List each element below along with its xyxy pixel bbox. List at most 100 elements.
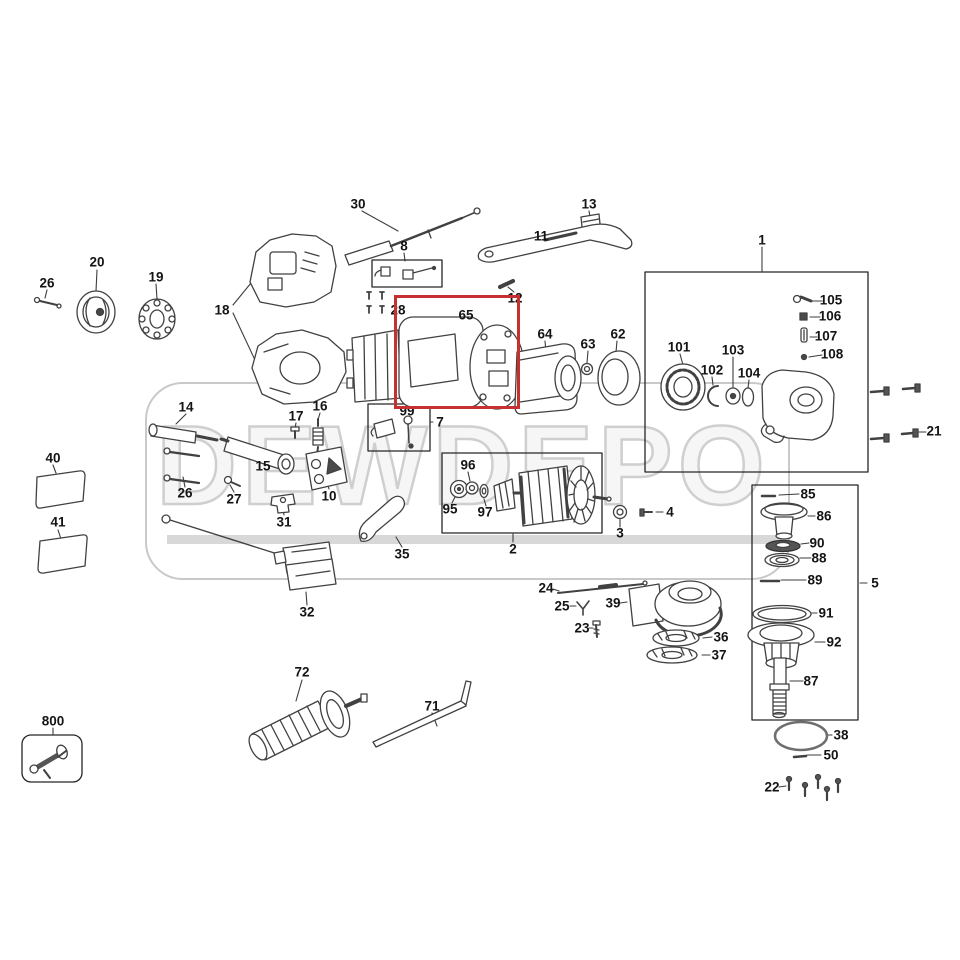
part-35-drawing <box>358 495 406 542</box>
part-label-part-11: 11 <box>533 228 549 244</box>
part-label-part-1: 1 <box>758 232 766 248</box>
part-23-drawing <box>592 620 601 638</box>
part-105-drawing <box>792 294 813 304</box>
part-18-drawing <box>249 233 347 405</box>
part-40-drawing <box>35 470 86 509</box>
part-label-part-7: 7 <box>436 414 444 430</box>
box-assembly-800 <box>21 734 83 783</box>
part-97-drawing <box>479 483 489 499</box>
part-label-part-21: 21 <box>926 423 942 439</box>
box-assembly-2 <box>441 452 603 534</box>
part-91-drawing <box>752 604 812 624</box>
part-label-part-104: 104 <box>737 365 761 381</box>
part-103-drawing <box>725 387 741 405</box>
part-label-part-105: 105 <box>819 292 843 308</box>
part-37-drawing <box>646 646 698 664</box>
part-label-part-18: 18 <box>214 302 230 318</box>
part-label-part-92: 92 <box>826 634 842 650</box>
part-label-part-25: 25 <box>554 598 570 614</box>
part-label-part-31: 31 <box>276 514 292 530</box>
part-15-drawing <box>219 436 295 475</box>
part-108-drawing <box>800 353 808 361</box>
part-4-drawing <box>639 508 653 517</box>
part-50-drawing <box>792 754 808 759</box>
part-96-drawing <box>465 481 479 495</box>
part-label-part-96: 96 <box>460 457 476 473</box>
part-label-part-22: 22 <box>764 779 780 795</box>
part-102-drawing <box>707 385 719 407</box>
part-label-part-30: 30 <box>350 196 366 212</box>
part-label-part-26-mid: 26 <box>177 485 193 501</box>
part-10-drawing <box>305 446 348 491</box>
part-12-drawing <box>498 279 515 289</box>
part-28-drawing <box>366 291 385 314</box>
part-label-part-103: 103 <box>721 342 745 358</box>
part-label-part-86: 86 <box>816 508 832 524</box>
part-label-part-106: 106 <box>818 308 842 324</box>
part-label-part-64: 64 <box>537 326 553 342</box>
part-label-part-63: 63 <box>580 336 596 352</box>
part-gearcase-drawing <box>760 369 835 444</box>
part-label-part-65: 65 <box>458 307 474 323</box>
watermark-text: DEWDEPO <box>155 402 770 530</box>
part-8-drawing <box>374 265 437 280</box>
part-label-part-20: 20 <box>89 254 105 270</box>
watermark-frame: DEWDEPO <box>145 382 790 580</box>
part-32-drawing <box>161 514 337 591</box>
box-assembly-1 <box>644 271 869 473</box>
part-101-drawing <box>660 363 706 411</box>
part-label-part-88: 88 <box>811 550 827 566</box>
part-label-part-50: 50 <box>823 747 839 763</box>
part-label-part-800: 800 <box>41 713 65 729</box>
part-label-part-89: 89 <box>807 572 823 588</box>
part-65-drawing <box>346 316 525 410</box>
part-label-part-2: 2 <box>509 541 517 557</box>
part-label-part-26-top: 26 <box>39 275 55 291</box>
part-99-drawing <box>370 415 414 449</box>
part-20-drawing <box>76 290 116 334</box>
part-label-part-23: 23 <box>574 620 590 636</box>
part-label-part-32: 32 <box>299 604 315 620</box>
part-87-drawing <box>769 657 790 719</box>
part-label-part-15: 15 <box>255 458 271 474</box>
part-label-part-85: 85 <box>800 486 816 502</box>
part-800-drawing <box>29 744 68 779</box>
box-assembly-5 <box>751 484 859 721</box>
part-16-drawing <box>312 418 324 456</box>
part-95-drawing <box>449 479 469 499</box>
part-107-drawing <box>800 327 808 343</box>
part-label-part-102: 102 <box>700 362 724 378</box>
part-label-part-97: 97 <box>477 504 493 520</box>
part-label-part-35: 35 <box>394 546 410 562</box>
part-label-part-37: 37 <box>711 647 727 663</box>
part-39-drawing <box>628 580 723 638</box>
highlight-box-part-65 <box>394 295 520 409</box>
part-26-screws-drawing <box>163 447 201 485</box>
box-assembly-8 <box>371 259 443 288</box>
part-label-part-14: 14 <box>178 399 194 415</box>
box-assembly-99 <box>367 403 431 452</box>
part-2-armature-drawing <box>493 465 612 527</box>
part-64-drawing <box>514 343 582 415</box>
part-label-part-8: 8 <box>400 238 408 254</box>
part-86-drawing <box>760 502 808 540</box>
part-label-part-27: 27 <box>226 491 242 507</box>
part-label-part-39: 39 <box>605 595 621 611</box>
part-label-part-40: 40 <box>45 450 61 466</box>
part-label-part-41: 41 <box>50 514 66 530</box>
part-label-part-10: 10 <box>321 488 337 504</box>
part-72-drawing <box>248 690 368 761</box>
part-label-part-17: 17 <box>288 408 304 424</box>
part-3-drawing <box>612 504 628 520</box>
part-11-drawing <box>477 223 633 263</box>
part-21-drawing <box>869 383 921 443</box>
part-17-drawing <box>290 426 300 439</box>
part-label-part-3: 3 <box>616 525 624 541</box>
part-27-drawing <box>223 475 241 487</box>
part-label-part-101: 101 <box>667 339 691 355</box>
part-63-drawing <box>580 362 594 376</box>
part-label-part-87: 87 <box>803 673 819 689</box>
part-38-drawing <box>773 720 829 752</box>
part-label-part-108: 108 <box>820 346 844 362</box>
part-36-drawing <box>652 629 700 647</box>
